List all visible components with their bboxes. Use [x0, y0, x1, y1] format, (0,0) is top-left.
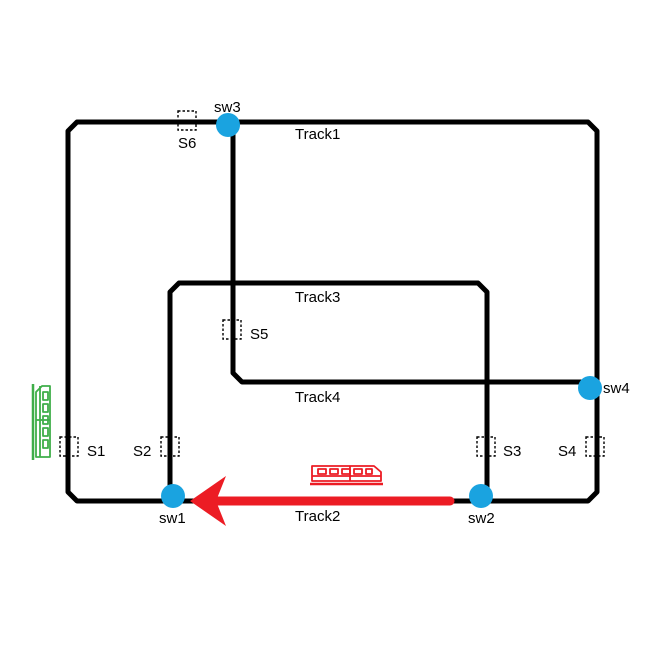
sw2-label: sw2 — [468, 510, 495, 527]
sensor-s6[interactable] — [177, 110, 197, 131]
s6-label: S6 — [178, 135, 196, 152]
sensor-s4[interactable] — [585, 436, 605, 457]
track4-line[interactable] — [224, 123, 593, 390]
s4-label: S4 — [558, 443, 576, 460]
sw3-label: sw3 — [214, 99, 241, 116]
sw1-label: sw1 — [159, 510, 186, 527]
sensor-s2[interactable] — [160, 436, 180, 457]
sw4-label: sw4 — [603, 380, 630, 397]
left-arrow-icon — [190, 476, 455, 526]
s3-label: S3 — [503, 443, 521, 460]
switch-sw4[interactable] — [578, 376, 602, 400]
track1-label: Track1 — [295, 126, 340, 143]
switch-sw2[interactable] — [469, 484, 493, 508]
sensor-s5[interactable] — [222, 319, 242, 340]
s1-label: S1 — [87, 443, 105, 460]
track3-line[interactable] — [167, 280, 490, 493]
s5-label: S5 — [250, 326, 268, 343]
red-train-icon[interactable] — [310, 465, 383, 486]
switch-sw1[interactable] — [161, 484, 185, 508]
switch-sw3[interactable] — [216, 113, 240, 137]
sensor-s3[interactable] — [476, 436, 496, 457]
s2-label: S2 — [133, 443, 151, 460]
track2-label: Track2 — [295, 508, 340, 525]
track4-label: Track4 — [295, 389, 340, 406]
sensor-s1[interactable] — [59, 436, 79, 457]
track1-line[interactable] — [65, 119, 600, 504]
track3-label: Track3 — [295, 289, 340, 306]
green-train-icon[interactable] — [31, 384, 51, 460]
